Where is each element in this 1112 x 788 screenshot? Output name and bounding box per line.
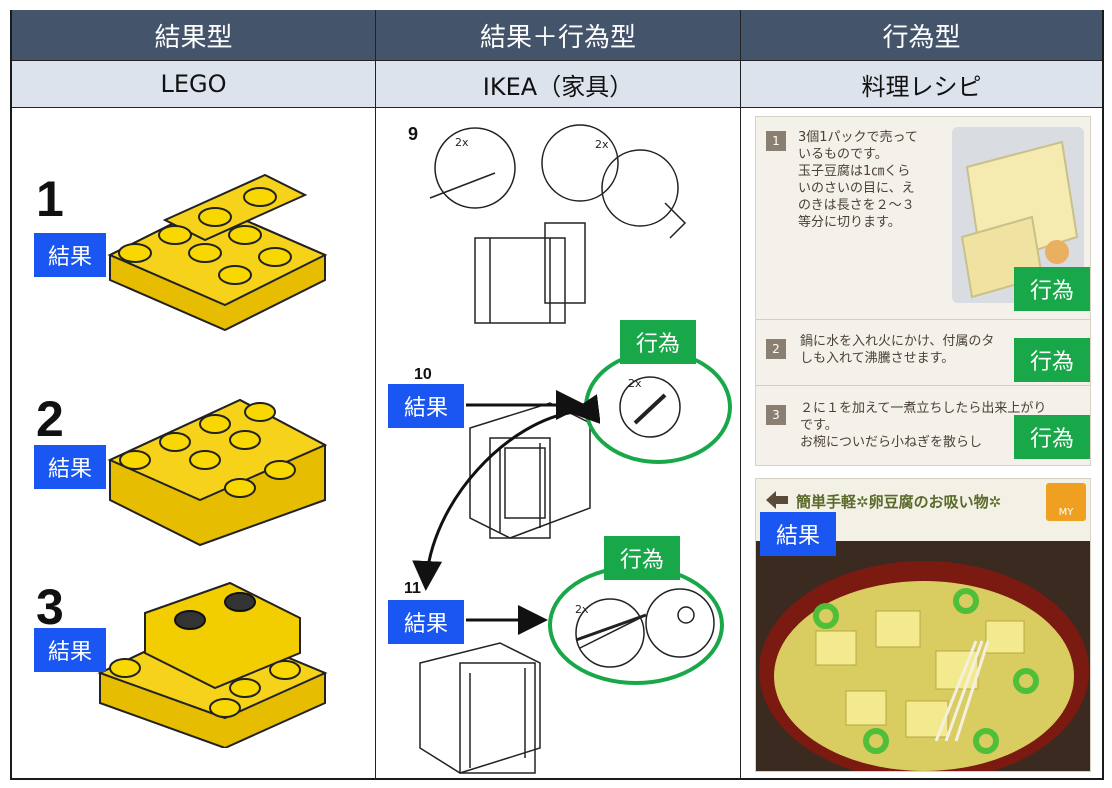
ikea-step-number: 9 (408, 124, 419, 144)
action-tag: 行為 (620, 320, 696, 364)
tofu-photo (952, 127, 1084, 303)
ikea-qty-label: 2x (575, 603, 589, 616)
action-tag: 行為 (1014, 338, 1090, 382)
result-tag: 結果 (34, 445, 106, 489)
lego-step1-illustration (107, 173, 328, 332)
action-tag: 行為 (1014, 415, 1090, 459)
soup-photo (756, 541, 1090, 771)
header-result-action-type: 結果＋行為型 (376, 10, 740, 60)
action-tag: 行為 (604, 536, 680, 580)
action-tag: 行為 (1014, 267, 1090, 311)
recipe-steps-panel: 1 3個1パックで売って いるものです。 玉子豆腐は1㎝くら いのさいの目に、え… (755, 116, 1091, 466)
lego-step-number: 3 (36, 579, 64, 635)
recipe-step-row (756, 385, 1090, 386)
ikea-qty-label: 2x (628, 377, 642, 390)
result-tag: 結果 (760, 512, 836, 556)
header-result-type: 結果型 (12, 10, 375, 60)
lego-step-number: 1 (36, 171, 64, 227)
ikea-qty-label: 2x (455, 136, 469, 149)
lego-step3-illustration (97, 581, 328, 748)
dish-title: 簡単手軽✲卵豆腐のお吸い物✲ (796, 493, 1002, 511)
flow-arrows (412, 390, 600, 635)
result-tag: 結果 (388, 600, 464, 644)
result-tag: 結果 (34, 628, 106, 672)
back-arrow-icon[interactable] (766, 491, 788, 509)
subheader-recipe: 料理レシピ (741, 60, 1102, 108)
result-tag: 結果 (34, 233, 106, 277)
ikea-step-number: 10 (414, 366, 432, 383)
subheader-ikea: IKEA（家具） (376, 60, 740, 108)
lego-step2-illustration (107, 398, 328, 547)
header-action-type: 行為型 (741, 10, 1102, 60)
my-recipe-badge[interactable]: MY (1046, 483, 1086, 521)
lego-step-number: 2 (36, 391, 64, 447)
recipe-step-text: 鍋に水を入れ火にかけ、付属のタ しも入れて沸騰させます。 (800, 334, 995, 366)
recipe-step-text: 3個1パックで売って いるものです。 玉子豆腐は1㎝くら いのさいの目に、え の… (798, 130, 918, 230)
recipe-step-number: 3 (766, 405, 786, 425)
recipe-step-row (756, 319, 1090, 320)
recipe-step-number: 1 (766, 131, 786, 151)
recipe-step-number: 2 (766, 339, 786, 359)
dish-photo-panel: 簡単手軽✲卵豆腐のお吸い物✲ MY (755, 478, 1091, 772)
column-divider (740, 10, 741, 780)
column-divider (375, 10, 376, 780)
ikea-qty-label: 2x (595, 138, 609, 151)
subheader-lego: LEGO (12, 60, 375, 108)
recipe-step-text: ２に１を加えて一煮立ちしたら出来上がり です。 お椀についだら小ねぎを散らし (800, 401, 1047, 450)
